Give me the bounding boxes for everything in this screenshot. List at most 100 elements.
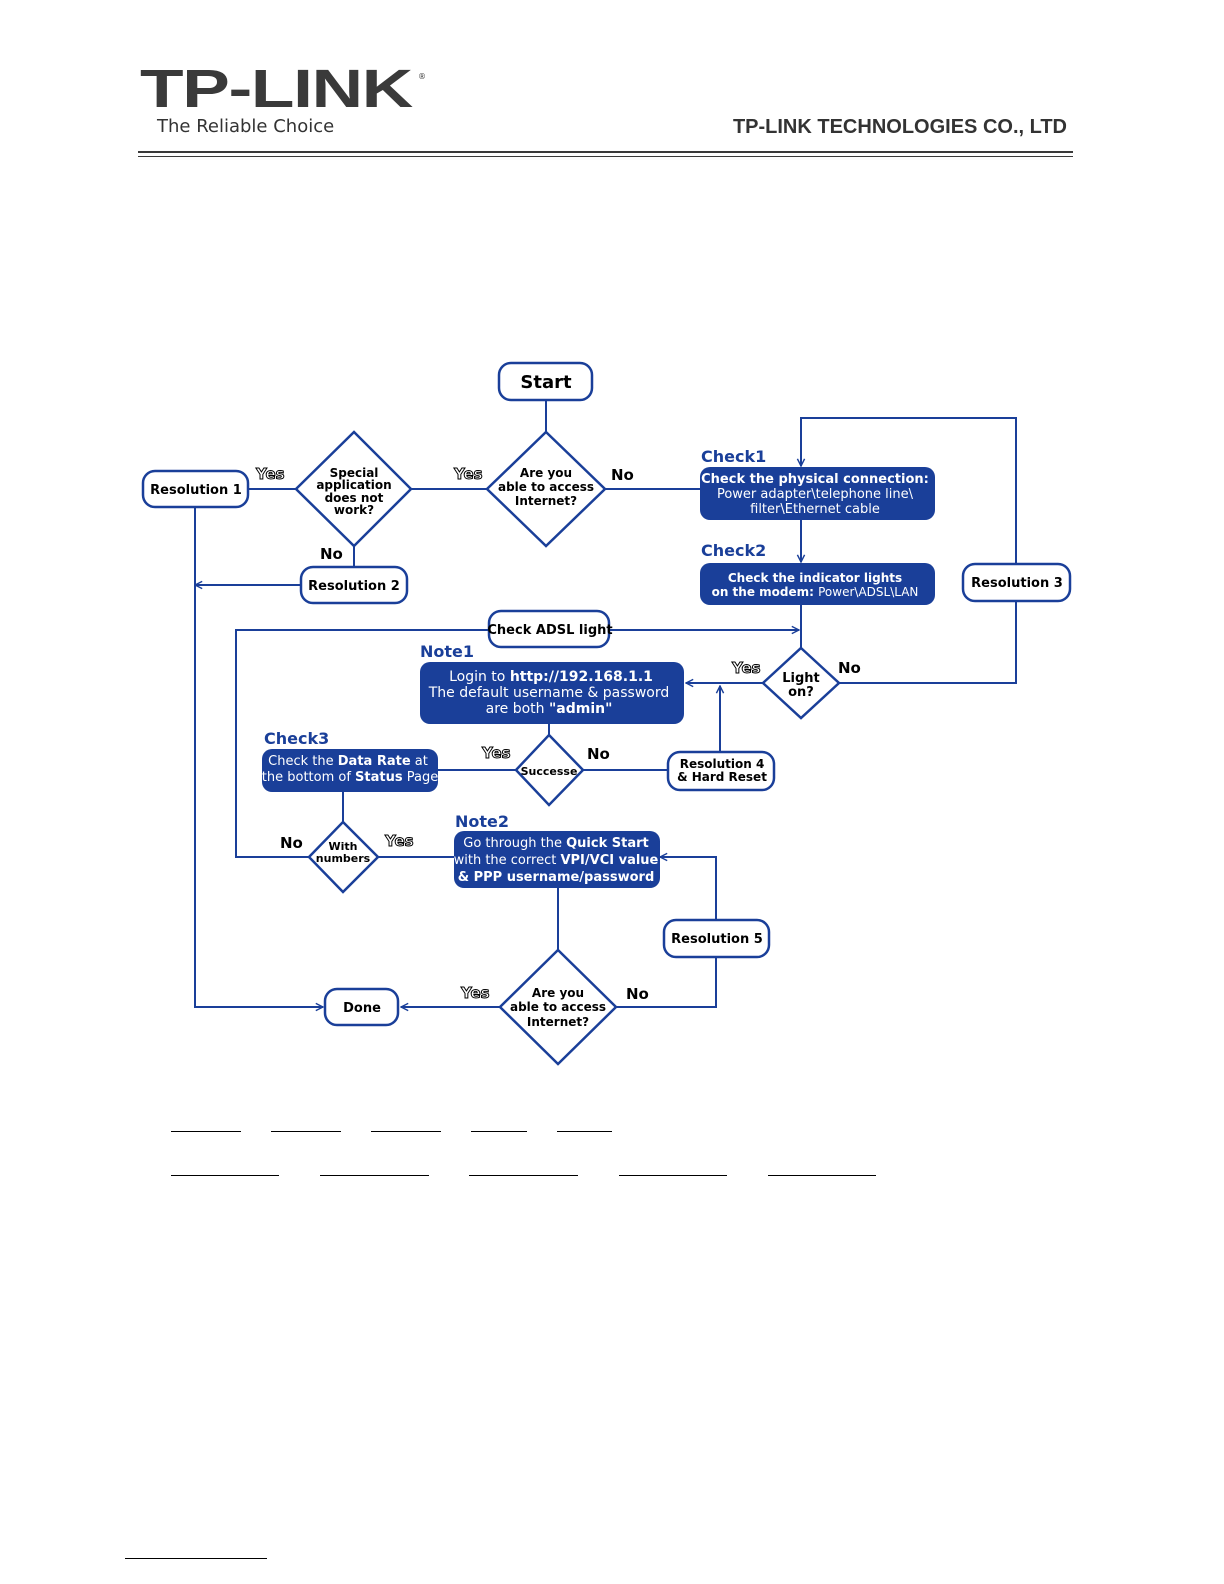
light-label-2: on? [788,685,814,700]
access1-label-1: Are you [520,466,572,480]
check2-line-2: on the modem: Power\ADSL\LAN [712,585,919,599]
done-label: Done [343,1001,381,1016]
link-underline-4[interactable] [471,1131,527,1132]
special-label-2: application [316,478,391,492]
access2-label-2: able to access [510,1000,606,1014]
resolution2-label: Resolution 2 [308,579,400,594]
resolution4-box [666,750,776,792]
brand-tagline: The Reliable Choice [157,116,335,137]
yes-label-success-check3: Yes [481,744,511,762]
note2-l2a: with the correct [454,853,561,868]
note2-l2b: VPI/VCI value [560,853,658,868]
access1-diamond [485,430,607,548]
footnote-rule [125,1558,267,1559]
decision-nodes [294,430,841,1066]
check2-box [700,563,935,605]
resolution1-box [141,469,250,509]
with-numbers-label-2: numbers [316,852,371,865]
note2-l1b: Quick Start [566,836,649,851]
resolution3-box [961,562,1072,603]
success-diamond [514,733,585,807]
note2-line-3: & PPP username/password [458,870,655,885]
link-underline-1[interactable] [171,1131,241,1132]
access2-diamond [498,948,618,1066]
no-label-with-checkadsl: No [280,834,303,852]
check-adsl-label: Check ADSL light [487,623,612,638]
yes-label-light-note1: Yes [731,659,761,677]
check3-l1c: at [411,754,428,769]
note1-line-3: are both "admin" [486,701,613,717]
connector-access2-res5 [616,958,717,1008]
check-adsl-box [487,609,611,649]
start-box [497,361,594,402]
note1-url: http://192.168.1.1 [510,669,653,685]
note2-line-2: with the correct VPI/VCI value [454,853,659,868]
header-rule-bottom [138,156,1073,157]
connector-res5-note2 [660,857,717,920]
link-underline-7[interactable] [320,1175,429,1176]
note2-box [454,831,660,888]
check3-title: Check3 [264,729,329,748]
note1-title: Note1 [420,642,474,661]
resolution2-box [299,565,409,605]
link-underline-8[interactable] [469,1175,578,1176]
link-underline-6[interactable] [171,1175,279,1176]
with-numbers-label-1: With [329,840,358,853]
with-numbers-diamond [307,820,380,894]
resolution5-label: Resolution 5 [671,932,763,947]
yes-label-access-special: Yes [453,465,483,483]
check3-box [262,749,438,792]
note2-title: Note2 [455,812,509,831]
resolution5-box [662,918,771,959]
access2-label-1: Are you [532,986,584,1000]
special-diamond [294,430,413,548]
resolution4-label-1: Resolution 4 [680,757,765,771]
resolution4-label-2: & Hard Reset [677,770,767,784]
registered-mark: ® [418,72,426,81]
no-label-special-res2: No [320,545,343,563]
done-box [323,987,400,1027]
link-underline-5[interactable] [557,1131,612,1132]
check2-line-1: Check the indicator lights [728,571,902,585]
note2-l1a: Go through the [463,836,566,851]
special-label-3: does not [325,491,384,505]
note1-line-1: Login to http://192.168.1.1 [449,669,653,685]
note1-line-2: The default username & password [428,685,669,701]
start-label: Start [520,372,572,393]
yes-label-with-note2: Yes [384,832,414,850]
filled-nodes [262,467,935,888]
check3-line-2: the bottom of Status Page [262,770,438,785]
link-underline-10[interactable] [768,1175,876,1176]
no-label-light-res3: No [838,659,861,677]
yes-label-special-res1: Yes [255,465,285,483]
connector-light-res3 [839,602,1017,684]
note1-line-1-a: Login to [449,669,510,685]
link-underline-9[interactable] [619,1175,727,1176]
check1-line-3: filter\Ethernet cable [750,502,880,517]
resolution3-label: Resolution 3 [971,576,1063,591]
check2-line-2-bold: on the modem: [712,585,819,599]
no-label-access-check1: No [611,466,634,484]
light-diamond [761,646,841,720]
connector-res3-check1 [801,417,1017,563]
success-label: Successe [521,765,578,778]
note2-line-1: Go through the Quick Start [463,836,648,851]
note1-admin: "admin" [549,701,612,717]
check2-line-2-rest: Power\ADSL\LAN [818,585,918,599]
access1-label-3: Internet? [515,494,577,508]
connectors [194,400,1017,1008]
header-rule-top [138,151,1073,153]
access2-label-3: Internet? [527,1015,589,1029]
check3-line-1: Check the Data Rate at [268,754,428,769]
check3-l2b: Status [355,770,403,785]
special-label-1: Special [330,466,379,480]
link-underline-3[interactable] [371,1131,441,1132]
outline-nodes [141,361,1072,1027]
note1-box [420,662,684,724]
access1-label-2: able to access [498,480,594,494]
link-underline-2[interactable] [271,1131,341,1132]
check3-l1a: Check the [268,754,338,769]
check3-l2a: the bottom of [262,770,355,785]
